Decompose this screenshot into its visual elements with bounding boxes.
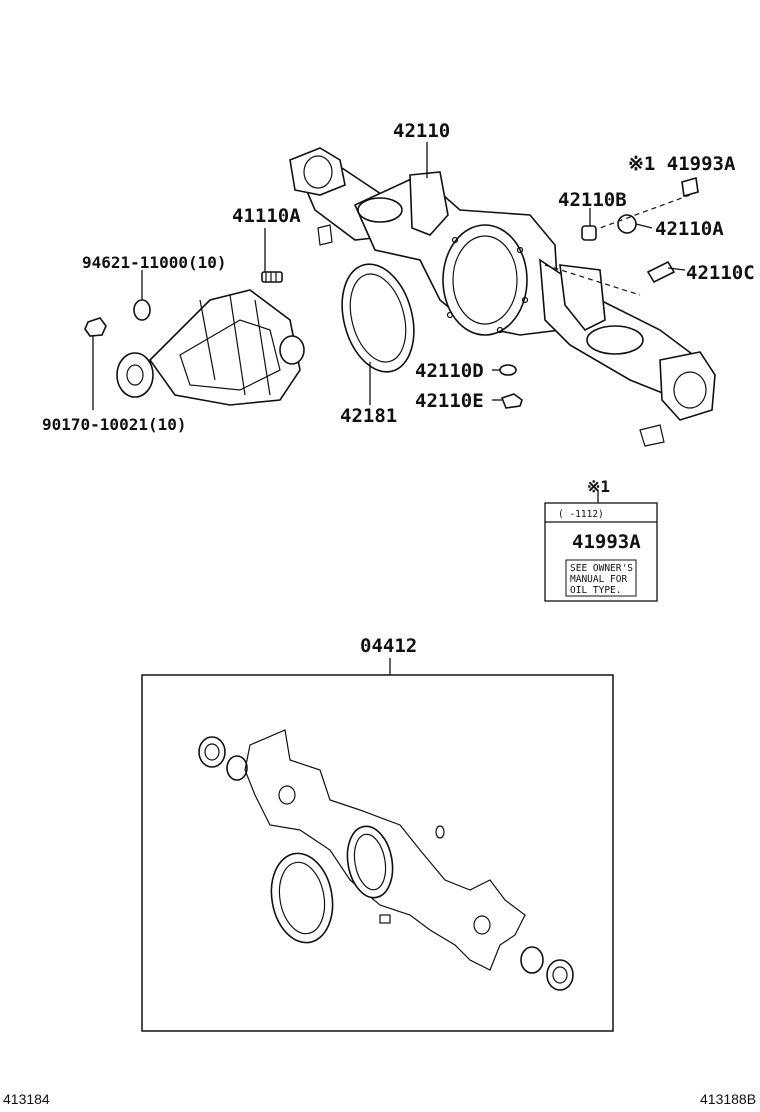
note-ref-mark: ※1	[587, 477, 610, 496]
gasket-kit-box	[141, 674, 614, 1032]
label-42110C: 42110C	[686, 262, 755, 284]
footer-left-code: 413184	[3, 1091, 50, 1107]
dashed-leader	[544, 264, 641, 296]
label-90170-10021: 90170-10021(10)	[42, 415, 187, 434]
label-94621-11000: 94621-11000(10)	[82, 253, 227, 272]
plug-42110E	[500, 393, 523, 409]
note-line-3: OIL TYPE.	[570, 585, 621, 596]
breather-42110C	[646, 260, 676, 284]
label-04412: 04412	[360, 635, 417, 657]
plug-42110D	[499, 364, 517, 376]
differential-carrier	[116, 289, 305, 406]
axle-housing	[289, 147, 716, 447]
note-part-number: 41993A	[572, 531, 641, 553]
note-line-2: MANUAL FOR	[570, 574, 627, 585]
label-42110E: 42110E	[415, 390, 484, 412]
label-42181: 42181	[340, 405, 397, 427]
footer-right-code: 413188B	[700, 1091, 756, 1107]
label-tag-41993A	[681, 176, 699, 198]
washer-94621	[133, 299, 151, 321]
nut-90170	[84, 317, 107, 337]
label-42110A: 42110A	[655, 218, 724, 240]
label-42110D: 42110D	[415, 360, 484, 382]
stud-41110A	[261, 271, 283, 283]
label-42110B: 42110B	[558, 189, 627, 211]
dashed-leader	[599, 194, 691, 229]
note-range: ( -1112)	[558, 509, 604, 520]
note-line-1: SEE OWNER'S	[570, 563, 633, 574]
leader-lines	[92, 142, 686, 675]
plug-42110B	[581, 225, 597, 241]
label-42110: 42110	[393, 120, 450, 142]
caution-note-box: ※1 ( -1112) 41993A SEE OWNER'S MANUAL FO…	[544, 477, 658, 602]
gasket-42181	[341, 263, 415, 373]
label-41110A: 41110A	[232, 205, 301, 227]
label-41993A: ※1 41993A	[628, 153, 736, 175]
